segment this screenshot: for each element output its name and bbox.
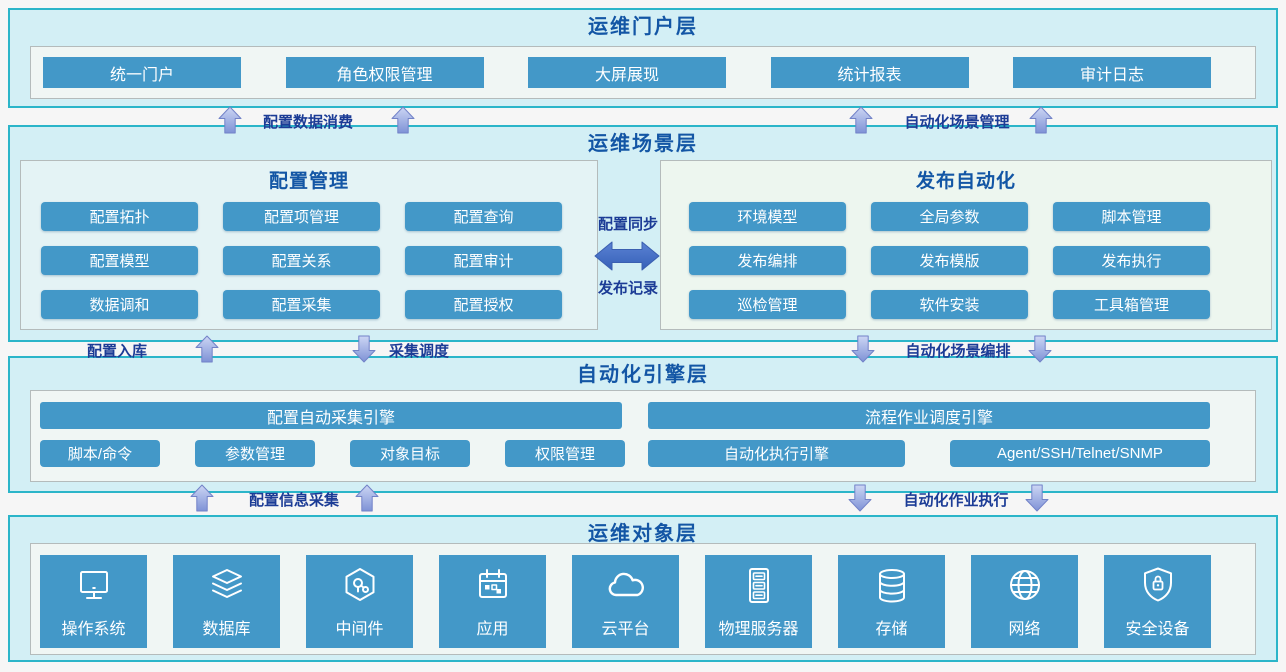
tile-network: 网络 xyxy=(971,555,1078,648)
tile-operating-system: 操作系统 xyxy=(40,555,147,648)
storage-cylinder-icon xyxy=(870,562,914,610)
module-object-target: 对象目标 xyxy=(350,440,470,467)
module-env-model: 环境模型 xyxy=(689,202,846,231)
engine-layer-title: 自动化引擎层 xyxy=(577,364,709,386)
database-layers-icon xyxy=(205,562,249,610)
mid-label-config-sync: 配置同步 xyxy=(597,216,658,233)
portal-layer-title: 运维门户层 xyxy=(588,16,698,38)
module-big-screen: 大屏展现 xyxy=(528,57,726,88)
portal-panel: 统一门户 角色权限管理 大屏展现 统计报表 审计日志 xyxy=(30,46,1256,99)
tile-label: 存储 xyxy=(875,621,908,638)
module-toolbox-mgmt: 工具箱管理 xyxy=(1053,290,1210,319)
module-script-command: 脚本/命令 xyxy=(40,440,160,467)
scenario-layer: 运维场景层 配置管理 配置拓扑 配置项管理 配置查询 配置模型 配置关系 配置审… xyxy=(8,125,1278,342)
tile-physical-server: 物理服务器 xyxy=(705,555,812,648)
connector-label-collect-dispatch: 采集调度 xyxy=(388,343,449,360)
connector-label-config-inbound: 配置入库 xyxy=(86,343,147,360)
module-script-mgmt: 脚本管理 xyxy=(1053,202,1210,231)
config-management-panel: 配置管理 配置拓扑 配置项管理 配置查询 配置模型 配置关系 配置审计 数据调和… xyxy=(20,160,598,330)
objects-layer-title: 运维对象层 xyxy=(588,523,698,545)
up-arrow-icon xyxy=(849,106,873,134)
module-permission-mgmt: 权限管理 xyxy=(505,440,625,467)
module-agent-protocols: Agent/SSH/Telnet/SNMP xyxy=(950,440,1210,467)
module-role-permission: 角色权限管理 xyxy=(285,57,484,88)
module-process-job-schedule-engine: 流程作业调度引擎 xyxy=(648,402,1210,429)
connector-label-automation-job-exec: 自动化作业执行 xyxy=(903,492,1009,509)
module-config-collect: 配置采集 xyxy=(223,290,380,319)
module-data-reconcile: 数据调和 xyxy=(41,290,198,319)
objects-panel: 操作系统 数据库 中间件 xyxy=(30,543,1256,655)
release-automation-panel: 发布自动化 环境模型 全局参数 脚本管理 发布编排 发布模版 发布执行 巡检管理… xyxy=(660,160,1272,330)
down-arrow-icon xyxy=(1028,335,1052,363)
module-config-auto-collect-engine: 配置自动采集引擎 xyxy=(40,402,622,429)
connector-label-config-data-consume: 配置数据消费 xyxy=(262,114,353,131)
engine-panel: 配置自动采集引擎 流程作业调度引擎 脚本/命令 参数管理 对象目标 权限管理 自… xyxy=(30,390,1256,482)
module-config-item-mgmt: 配置项管理 xyxy=(223,202,380,231)
module-unified-portal: 统一门户 xyxy=(43,57,241,88)
double-horizontal-arrow-icon xyxy=(594,241,660,271)
connector-label-automation-scene-mgmt: 自动化场景管理 xyxy=(904,114,1010,131)
module-config-relation: 配置关系 xyxy=(223,246,380,275)
scenario-layer-title: 运维场景层 xyxy=(588,133,698,155)
physical-server-icon xyxy=(737,562,781,610)
module-release-orchestration: 发布编排 xyxy=(689,246,846,275)
module-config-topology: 配置拓扑 xyxy=(41,202,198,231)
down-arrow-icon xyxy=(848,484,872,512)
up-arrow-icon xyxy=(190,484,214,512)
down-arrow-icon xyxy=(352,335,376,363)
module-release-execute: 发布执行 xyxy=(1053,246,1210,275)
monitor-icon xyxy=(72,562,116,610)
cloud-icon xyxy=(603,562,649,610)
up-arrow-icon xyxy=(355,484,379,512)
module-software-install: 软件安装 xyxy=(871,290,1028,319)
module-inspection-mgmt: 巡检管理 xyxy=(689,290,846,319)
module-audit-log: 审计日志 xyxy=(1013,57,1211,88)
module-automation-exec-engine: 自动化执行引擎 xyxy=(648,440,905,467)
tile-application: 应用 xyxy=(439,555,546,648)
objects-layer: 运维对象层 操作系统 数据库 xyxy=(8,515,1278,662)
tile-cloud-platform: 云平台 xyxy=(572,555,679,648)
module-param-mgmt: 参数管理 xyxy=(195,440,315,467)
connector-label-config-info-collect: 配置信息采集 xyxy=(248,492,339,509)
middleware-hexagon-icon xyxy=(338,562,382,610)
portal-layer: 运维门户层 统一门户 角色权限管理 大屏展现 统计报表 审计日志 xyxy=(8,8,1278,108)
tile-label: 云平台 xyxy=(601,621,650,638)
module-global-params: 全局参数 xyxy=(871,202,1028,231)
down-arrow-icon xyxy=(1025,484,1049,512)
module-release-template: 发布模版 xyxy=(871,246,1028,275)
module-config-audit: 配置审计 xyxy=(405,246,562,275)
release-panel-title: 发布自动化 xyxy=(915,171,1016,192)
up-arrow-icon xyxy=(1029,106,1053,134)
tile-label: 网络 xyxy=(1008,621,1041,638)
tile-storage: 存储 xyxy=(838,555,945,648)
security-shield-icon xyxy=(1136,562,1180,610)
tile-label: 物理服务器 xyxy=(718,621,799,638)
down-arrow-icon xyxy=(851,335,875,363)
tile-label: 中间件 xyxy=(335,621,384,638)
up-arrow-icon xyxy=(218,106,242,134)
module-config-authorize: 配置授权 xyxy=(405,290,562,319)
tile-label: 应用 xyxy=(476,621,509,638)
module-config-query: 配置查询 xyxy=(405,202,562,231)
tile-security-device: 安全设备 xyxy=(1104,555,1211,648)
config-panel-title: 配置管理 xyxy=(268,171,349,192)
tile-middleware: 中间件 xyxy=(306,555,413,648)
module-config-model: 配置模型 xyxy=(41,246,198,275)
application-calendar-icon xyxy=(471,562,515,610)
module-report: 统计报表 xyxy=(770,57,969,88)
tile-database: 数据库 xyxy=(173,555,280,648)
tile-label: 操作系统 xyxy=(61,621,126,638)
mid-label-release-record: 发布记录 xyxy=(597,280,658,297)
connector-label-automation-scene-orchestration: 自动化场景编排 xyxy=(905,343,1011,360)
network-globe-icon xyxy=(1003,562,1047,610)
up-arrow-icon xyxy=(391,106,415,134)
tile-label: 安全设备 xyxy=(1125,621,1190,638)
up-arrow-icon xyxy=(195,335,219,363)
engine-layer: 自动化引擎层 配置自动采集引擎 流程作业调度引擎 脚本/命令 参数管理 对象目标… xyxy=(8,356,1278,493)
tile-label: 数据库 xyxy=(202,621,251,638)
